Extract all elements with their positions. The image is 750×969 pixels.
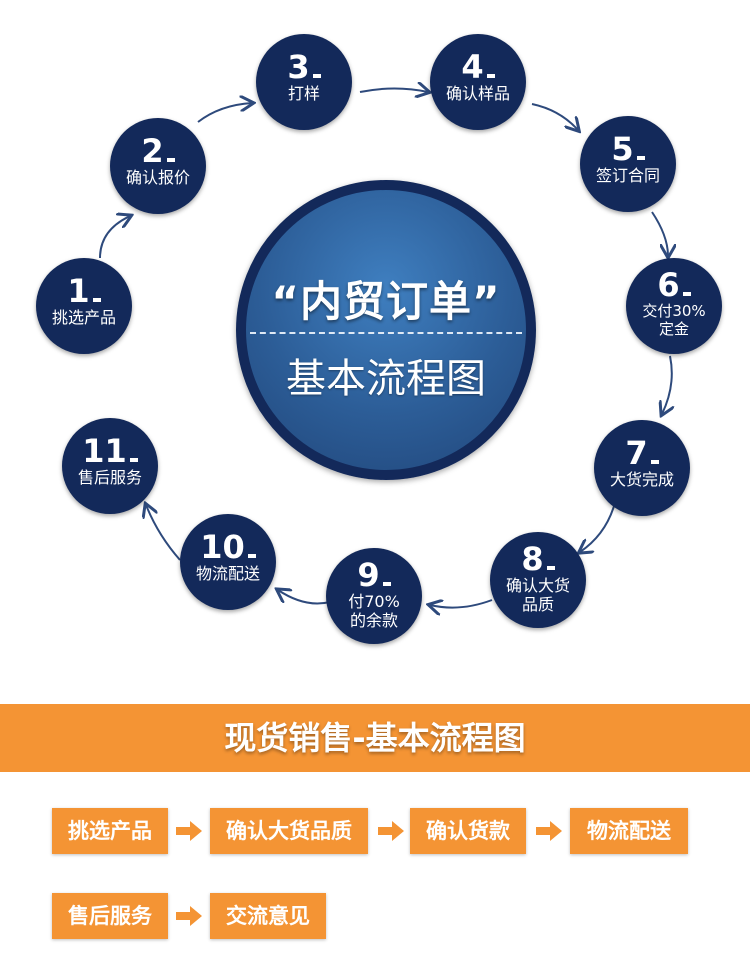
- arrow-2-3: [197, 103, 252, 123]
- step-number: 10: [180, 530, 276, 564]
- step-label: 付70%的余款: [348, 592, 400, 630]
- spot-box-select-product: 挑选产品: [52, 808, 168, 854]
- step-number: 11: [62, 434, 158, 468]
- step-number: 1: [36, 274, 132, 308]
- spot-box-exchange-feedback: 交流意见: [210, 893, 326, 939]
- step-number: 6: [626, 268, 722, 302]
- arrow-1-2: [99, 216, 130, 259]
- spot-banner: [0, 704, 750, 772]
- step-2: 2 确认报价: [110, 118, 206, 214]
- step-number: 7: [594, 436, 690, 470]
- arrow-10-11: [146, 505, 181, 561]
- step-number: 8: [490, 542, 586, 576]
- step-label: 大货完成: [609, 470, 674, 489]
- center-circle: [236, 180, 536, 480]
- spot-box-confirm-quality: 确认大货品质: [210, 808, 368, 854]
- center-title: “内贸订单”: [271, 277, 501, 326]
- step-label: 物流配送: [195, 564, 260, 583]
- step-number: 4: [430, 50, 526, 84]
- arrow-right-icon: [176, 906, 202, 926]
- step-11: 11 售后服务: [62, 418, 158, 514]
- step-4: 4 确认样品: [430, 34, 526, 130]
- spot-title: 现货销售-基本流程图: [224, 719, 526, 757]
- spot-box-logistics: 物流配送: [570, 808, 688, 854]
- arrow-right-icon: [378, 821, 404, 841]
- arrow-right-icon: [536, 821, 562, 841]
- step-1: 1 挑选产品: [36, 258, 132, 354]
- arrow-6-7: [662, 355, 672, 414]
- arrow-right-icon: [176, 821, 202, 841]
- step-label: 交付30%定金: [642, 302, 706, 338]
- step-8: 8 确认大货品质: [490, 532, 586, 628]
- step-label: 售后服务: [77, 468, 142, 487]
- arrow-3-4: [359, 89, 428, 93]
- step-6: 6 交付30%定金: [626, 258, 722, 354]
- step-label: 签订合同: [595, 166, 660, 185]
- arrow-8-9: [430, 600, 493, 608]
- step-label: 确认样品: [445, 84, 510, 103]
- step-number: 3: [256, 50, 352, 84]
- arrow-4-5: [531, 103, 578, 130]
- step-number: 5: [580, 132, 676, 166]
- step-number: 9: [326, 558, 422, 592]
- step-label: 确认大货品质: [505, 576, 570, 614]
- center-subtitle: 基本流程图: [286, 356, 486, 402]
- flow-arrows: [99, 0, 750, 700]
- step-label: 挑选产品: [51, 308, 116, 327]
- step-label: 确认报价: [125, 168, 190, 187]
- step-3: 3 打样: [256, 34, 352, 130]
- spot-box-after-sales: 售后服务: [52, 893, 168, 939]
- step-label: 打样: [287, 84, 320, 103]
- step-5: 5 签订合同: [580, 116, 676, 212]
- spot-box-confirm-payment: 确认货款: [410, 808, 526, 854]
- step-9: 9 付70%的余款: [326, 548, 422, 644]
- step-number: 2: [110, 134, 206, 168]
- step-10: 10 物流配送: [180, 514, 276, 610]
- center-divider: [250, 332, 522, 334]
- step-7: 7 大货完成: [594, 420, 690, 516]
- arrow-9-10: [278, 590, 331, 605]
- arrow-5-6: [651, 211, 668, 256]
